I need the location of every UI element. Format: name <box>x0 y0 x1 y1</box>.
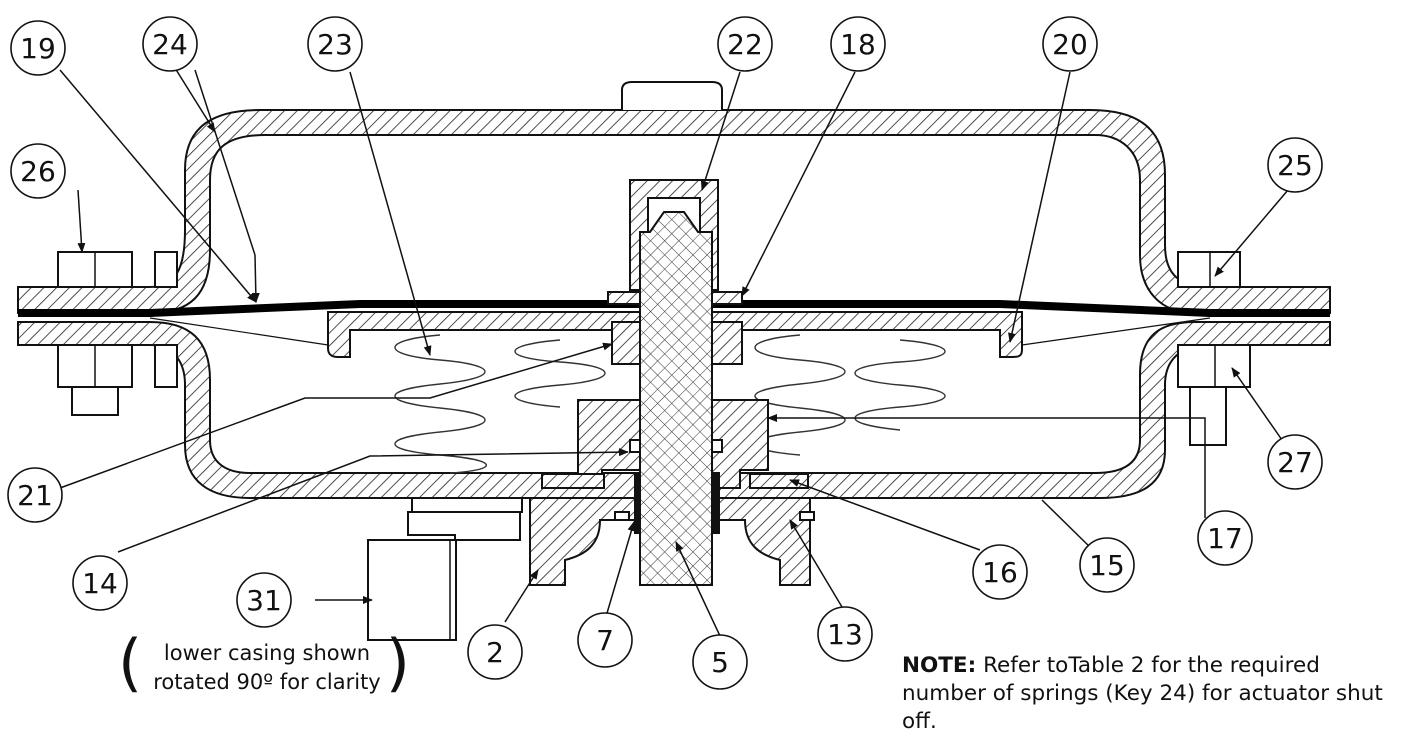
callout-circle <box>467 624 523 680</box>
spring-seat <box>577 399 769 489</box>
callout-number: 5 <box>711 646 729 679</box>
caption-close-paren: ) <box>385 626 410 699</box>
callout-circle <box>10 20 66 76</box>
callout-number: 21 <box>17 479 53 512</box>
callout-15: 15 <box>1079 537 1135 593</box>
callout-circle <box>10 143 66 199</box>
lower-casing <box>17 321 1331 499</box>
seal-left <box>634 472 642 534</box>
callout-circle <box>307 16 363 72</box>
callout-circle <box>1079 537 1135 593</box>
seal-right <box>712 472 720 534</box>
caption-line-2: rotated 90º for clarity <box>153 670 381 694</box>
o-ring-inner-right <box>711 439 723 453</box>
callout-23: 23 <box>307 16 363 72</box>
callout-circle <box>1267 137 1323 193</box>
callout-circle <box>7 467 63 523</box>
callout-25: 25 <box>1267 137 1323 193</box>
callout-5: 5 <box>692 634 748 690</box>
callout-21: 21 <box>7 467 63 523</box>
callout-number: 31 <box>246 584 282 617</box>
upper-casing <box>17 81 1331 314</box>
leader-lines <box>59 67 1289 637</box>
callout-circle <box>692 634 748 690</box>
callout-26: 26 <box>10 143 66 199</box>
diaphragm-edge-line-right <box>1021 317 1211 346</box>
callout-number: 18 <box>840 28 876 61</box>
washer-right <box>749 473 809 489</box>
callout-number: 16 <box>982 556 1018 589</box>
callout-number: 27 <box>1277 446 1313 479</box>
callout-number: 20 <box>1052 28 1088 61</box>
o-ring-left <box>614 511 630 521</box>
callout-7: 7 <box>577 612 633 668</box>
callout-number: 23 <box>317 28 353 61</box>
callout-31: 31 <box>236 572 292 628</box>
lower-casing-caption: ( lower casing shown rotated 90º for cla… <box>118 631 410 701</box>
actuator-stem <box>639 211 713 586</box>
note-body: Refer toTable 2 for the required number … <box>902 653 1383 734</box>
callout-number: 2 <box>486 636 504 669</box>
note-label: NOTE: <box>902 653 977 678</box>
diaphragm-plate <box>327 311 1023 358</box>
bottom-fitting <box>367 497 523 641</box>
callout-24: 24 <box>142 16 198 72</box>
washer-left <box>541 473 605 489</box>
caption-lines: lower casing shown rotated 90º for clari… <box>142 639 392 697</box>
o-ring-inner-left <box>629 439 641 453</box>
callout-number: 24 <box>152 28 188 61</box>
caption-open-paren: ( <box>118 626 143 699</box>
callout-number: 14 <box>82 567 118 600</box>
callout-number: 7 <box>596 624 614 657</box>
diaphragm-edge-line-left <box>149 317 329 346</box>
callout-16: 16 <box>972 544 1028 600</box>
callout-circle <box>72 555 128 611</box>
callout-22: 22 <box>717 16 773 72</box>
callout-circle <box>236 572 292 628</box>
callout-14: 14 <box>72 555 128 611</box>
callout-17: 17 <box>1197 510 1253 566</box>
left-bolt <box>57 251 178 416</box>
callout-circle <box>717 16 773 72</box>
callout-number: 13 <box>827 618 863 651</box>
callout-2: 2 <box>467 624 523 680</box>
callout-circle <box>1197 510 1253 566</box>
callout-number: 17 <box>1207 522 1243 555</box>
o-ring-right <box>799 511 815 521</box>
right-bolt <box>1177 251 1251 446</box>
callout-19: 19 <box>10 20 66 76</box>
callout-circle <box>972 544 1028 600</box>
caption-line-1: lower casing shown <box>163 641 371 665</box>
callout-13: 13 <box>817 606 873 662</box>
callout-number: 15 <box>1089 549 1125 582</box>
callout-circle <box>142 16 198 72</box>
callout-number: 22 <box>727 28 763 61</box>
callout-18: 18 <box>830 16 886 72</box>
note-text: NOTE: Refer toTable 2 for the required n… <box>902 652 1392 736</box>
callout-circle <box>817 606 873 662</box>
callout-number: 19 <box>20 32 56 65</box>
callout-number: 26 <box>20 155 56 188</box>
callout-number: 25 <box>1277 149 1313 182</box>
callout-circle <box>1042 16 1098 72</box>
callout-circle <box>830 16 886 72</box>
callout-circle <box>577 612 633 668</box>
callout-20: 20 <box>1042 16 1098 72</box>
callout-circle <box>1267 434 1323 490</box>
callout-27: 27 <box>1267 434 1323 490</box>
